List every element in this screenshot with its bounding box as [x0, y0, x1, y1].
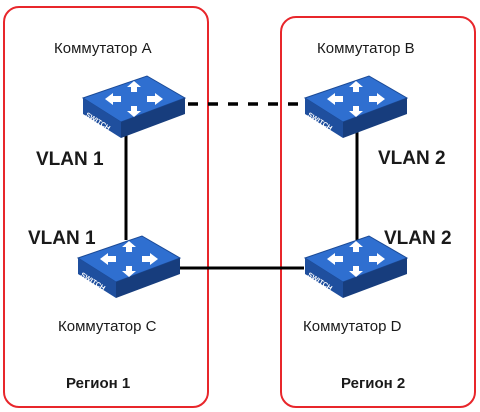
switch-b-icon: SWITCH — [304, 75, 408, 139]
vlan-label-b-d-top: VLAN 2 — [378, 148, 446, 169]
region-2-boundary — [280, 16, 476, 408]
vlan-label-b-d-bottom: VLAN 2 — [384, 228, 452, 249]
vlan-label-a-c-top: VLAN 1 — [36, 149, 104, 170]
vlan-label-a-c-bottom: VLAN 1 — [28, 228, 96, 249]
switch-a-name: Коммутатор A — [54, 40, 152, 57]
switch-c-name: Коммутатор C — [58, 318, 157, 335]
switch-a-icon: SWITCH — [82, 75, 186, 139]
region-1-name: Регион 1 — [66, 375, 131, 392]
region-2-name: Регион 2 — [341, 375, 406, 392]
switch-b-name: Коммутатор B — [317, 40, 415, 57]
region-1-boundary — [3, 6, 209, 408]
switch-d-name: Коммутатор D — [303, 318, 402, 335]
